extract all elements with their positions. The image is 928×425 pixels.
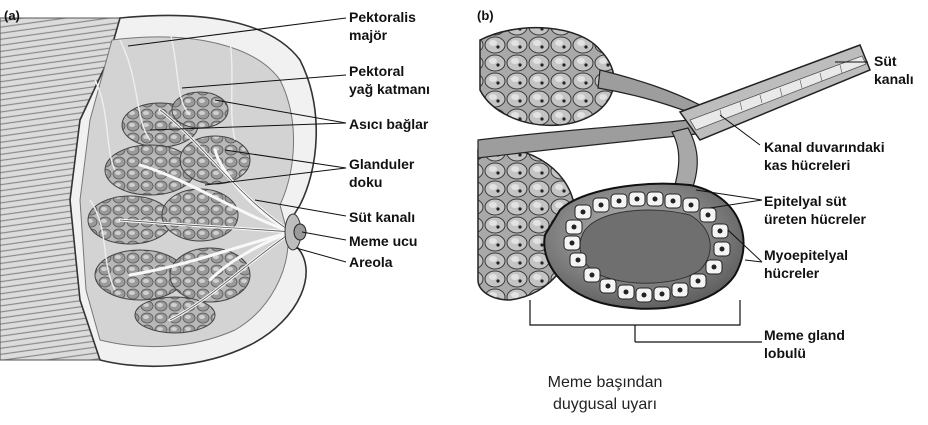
label-nipple: Meme ucu	[349, 232, 417, 250]
label-gland-lobule: Meme gland lobulü	[764, 326, 845, 362]
label-pectoral-fat: Pektoral yağ katmanı	[349, 62, 430, 98]
upper-acini-cluster	[480, 28, 614, 126]
label-milk-duct-a: Süt kanalı	[349, 208, 415, 226]
figure-caption: Meme başından duygusal uyarı	[520, 372, 690, 416]
label-pectoralis-major: Pektoralis majör	[349, 8, 416, 44]
label-areola: Areola	[349, 253, 393, 271]
label-myoepithelial-cells: Myoepitelyal hücreler	[764, 246, 848, 282]
branch-duct-left	[478, 120, 696, 158]
label-glandular-tissue: Glanduler doku	[349, 155, 414, 191]
label-duct-muscle-cells: Kanal duvarındaki kas hücreleri	[764, 138, 885, 174]
panel-b-drawing	[478, 28, 870, 342]
label-suspensory-ligaments: Asıcı bağlar	[349, 115, 428, 133]
label-epithelial-cells: Epitelyal süt üreten hücreler	[764, 192, 866, 228]
panel-a-drawing	[0, 15, 346, 366]
panel-a-tag: (a)	[4, 8, 20, 23]
panel-b-tag: (b)	[477, 8, 494, 23]
label-milk-duct-b: Süt kanalı	[874, 52, 914, 88]
